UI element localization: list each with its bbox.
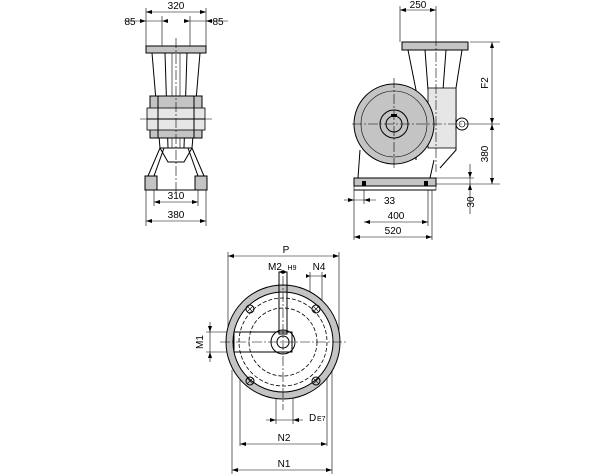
label-d: D — [309, 413, 316, 424]
label-m1: M1 — [195, 335, 206, 349]
dim-top-offset: 250 — [410, 0, 427, 11]
label-h9: H9 — [288, 265, 297, 272]
bolt-holes — [245, 304, 321, 386]
label-p: P — [283, 245, 290, 256]
dim-height-f2: F2 — [480, 77, 491, 89]
dim-top-width: 320 — [168, 1, 185, 12]
front-view: 320 85 85 310 380 — [124, 1, 228, 226]
dim-foot-spacing: 310 — [168, 191, 185, 202]
dim-base-width: 380 — [168, 210, 185, 221]
label-n2: N2 — [278, 433, 291, 444]
label-e7: E7 — [317, 416, 326, 423]
flange-view: P M2 H9 N4 M1 D E7 N2 N1 — [195, 245, 348, 474]
dim-foot-offset: 33 — [384, 196, 396, 207]
side-view: 250 F2 380 30 33 400 520 — [344, 0, 500, 240]
dim-foot-length: 400 — [388, 211, 405, 222]
label-m2: M2 — [268, 262, 282, 273]
label-n4: N4 — [313, 262, 326, 273]
dim-foot-thickness: 30 — [466, 196, 477, 208]
dim-left-offset: 85 — [124, 17, 136, 28]
dim-total-length: 520 — [385, 226, 402, 237]
dim-shaft-height: 380 — [480, 145, 491, 162]
label-n1: N1 — [278, 459, 291, 470]
dim-right-offset: 85 — [212, 17, 224, 28]
